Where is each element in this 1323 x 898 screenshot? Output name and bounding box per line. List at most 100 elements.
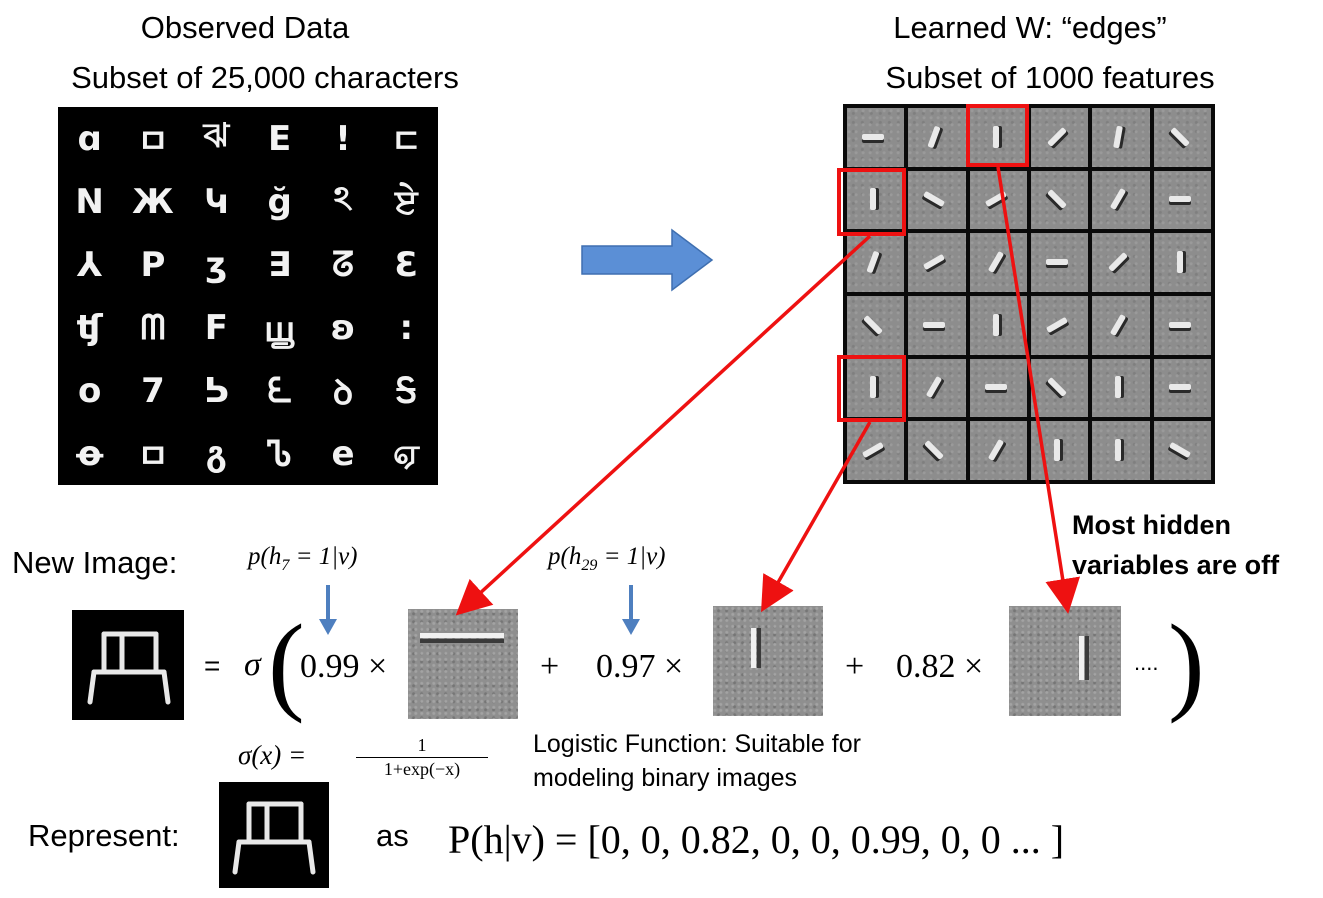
feature-edge-mark — [861, 441, 884, 459]
feature-edge-mark — [869, 376, 876, 399]
feature-edge-mark — [987, 438, 1004, 461]
character-cell: ∃ — [268, 244, 292, 285]
ellipsis-text: .... — [1134, 650, 1159, 675]
character-cell: ꝋ — [75, 433, 104, 474]
observed-data-title: Observed Data — [140, 10, 350, 45]
prob-h29-tail: = 1|v) — [597, 543, 666, 570]
logistic-denominator: 1+exp(−x) — [383, 759, 461, 779]
logistic-caption-line1: Logistic Function: Suitable for — [533, 730, 861, 758]
feature-cell — [969, 108, 1027, 167]
learned-w-subtitle: Subset of 1000 features — [885, 60, 1215, 95]
left-paren: ( — [268, 602, 305, 724]
feature-cell — [908, 233, 966, 292]
new-image-label: New Image: — [12, 545, 178, 580]
down-arrow-icon — [319, 585, 337, 635]
feature-edge-mark — [1110, 313, 1127, 336]
highlight-box-feature-3 — [966, 104, 1029, 167]
feature-cell — [847, 170, 905, 230]
fraction-bar — [356, 757, 488, 758]
feature-edge-mark — [1045, 316, 1068, 333]
prob-h29-label: p(h29 = 1|v) — [548, 543, 666, 575]
feature-cell — [969, 421, 1027, 480]
new-image-chair — [72, 610, 184, 720]
feature-edge-mark — [1108, 252, 1129, 272]
character-cell: Կ — [204, 181, 229, 222]
plus-sign: + — [540, 648, 560, 685]
feature-cell — [847, 233, 905, 292]
feature-cell — [1092, 233, 1150, 292]
coefficient-1: 0.99 × — [300, 648, 388, 685]
right-paren: ) — [1168, 602, 1205, 724]
feature-image-horizontal-edge — [408, 609, 518, 719]
feature-edge-mark — [863, 314, 883, 335]
prob-h7-sub: 7 — [281, 557, 290, 574]
sigma-symbol: σ — [244, 646, 261, 683]
feature-cell — [1092, 108, 1150, 167]
feature-cell — [908, 296, 966, 355]
character-cell: ꝺ — [332, 372, 354, 413]
observed-data-subtitle: Subset of 25,000 characters — [71, 60, 459, 95]
feature-cell — [1153, 108, 1211, 167]
character-cell: ʧ — [76, 307, 103, 348]
feature-edge-mark — [1045, 258, 1068, 265]
character-cell: ᘍ — [267, 370, 292, 411]
feature-edge-mark — [1047, 377, 1067, 398]
character-cell: E — [268, 118, 292, 159]
prob-h7-tail: = 1|v) — [289, 543, 358, 570]
feature-cell — [1030, 296, 1089, 355]
feature-edge-mark — [924, 440, 945, 460]
feature-edge-mark — [1110, 188, 1127, 211]
feature-cell — [1030, 358, 1089, 418]
feature-edge-mark — [1115, 376, 1122, 399]
most-hidden-line1: Most hidden — [1072, 510, 1231, 540]
logistic-caption-line2: modeling binary images — [533, 764, 798, 792]
character-cell: ঝ — [203, 116, 230, 156]
character-cell: ʚ — [330, 307, 356, 348]
feature-cell — [969, 296, 1027, 355]
prob-h29-sub: 29 — [581, 557, 598, 574]
character-cell: Ɛ — [394, 244, 419, 285]
represent-image-chair — [219, 782, 329, 888]
coefficient-3: 0.82 × — [896, 648, 984, 685]
character-cell: ⅄ — [76, 244, 103, 285]
character-cell: გ — [205, 433, 227, 474]
character-cell: Ꭶ — [395, 370, 418, 411]
logistic-fraction: 1 1+exp(−x) — [352, 735, 492, 780]
feature-edge-mark — [1047, 189, 1067, 210]
feature-cell — [969, 233, 1027, 292]
feature-edge-mark — [927, 125, 941, 148]
feature-cell — [1153, 233, 1211, 292]
most-hidden-line2: variables are off — [1072, 550, 1280, 580]
feature-cell — [1153, 170, 1211, 230]
character-cell: o — [77, 370, 102, 411]
feature-edge-mark — [866, 250, 880, 274]
feature-edge-mark — [926, 376, 943, 399]
character-cell: ᘔ — [331, 244, 354, 285]
feature-edge-mark — [1168, 196, 1191, 203]
feature-edge-mark — [992, 125, 999, 148]
feature-cell — [847, 421, 905, 480]
feature-edge-mark — [869, 188, 876, 211]
feature-cell — [1092, 358, 1150, 418]
feature-edge-mark — [984, 384, 1007, 391]
character-cell: ᗰ — [140, 307, 166, 348]
plus-sign: + — [845, 648, 865, 685]
character-cell: ㅁ — [137, 437, 169, 477]
feature-edge-mark — [923, 253, 946, 271]
feature-cell — [908, 421, 966, 480]
feature-cell — [969, 170, 1027, 230]
feature-edge-mark — [1115, 438, 1122, 461]
character-cell: ᕊ — [203, 370, 229, 411]
logistic-numerator: 1 — [417, 735, 427, 755]
feature-cell — [847, 296, 905, 355]
feature-cell — [1030, 421, 1089, 480]
learned-w-title: Learned W: “edges” — [893, 10, 1167, 45]
feature-cell — [847, 108, 905, 167]
character-cell: 7 — [141, 370, 165, 411]
feature-cell — [1153, 358, 1211, 418]
character-cell: ஏ — [393, 431, 420, 472]
highlight-box-feature-7 — [837, 168, 906, 236]
learned-features-grid — [843, 104, 1215, 484]
character-cell: Ꮦ — [267, 433, 292, 474]
prob-h7-head: p(h — [248, 543, 282, 570]
